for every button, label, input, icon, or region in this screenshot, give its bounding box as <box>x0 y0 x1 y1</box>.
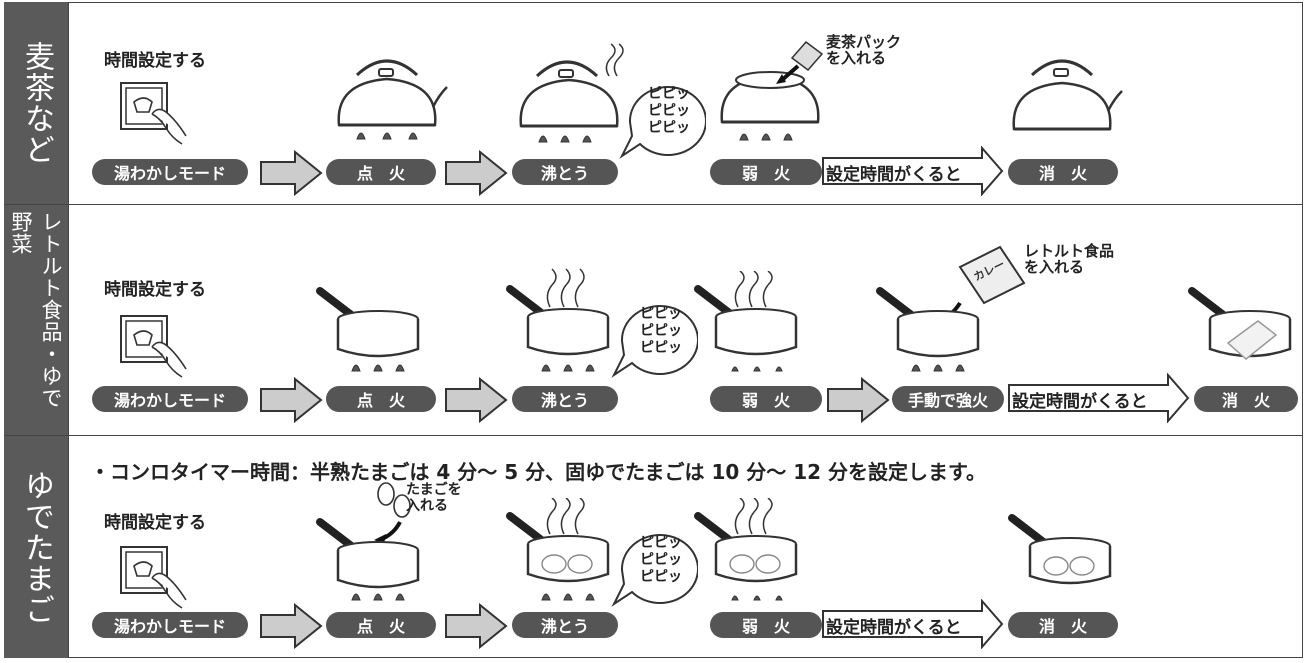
low-flame-pill: 弱 火 <box>710 386 822 412</box>
beep-bubble <box>611 534 698 607</box>
row-retort-vegetables: レトルト食品・ゆで野菜 時間設定する 湯わかしモード 点 火 沸とう 弱 火 手… <box>4 204 1303 435</box>
set-timer-label: 時間設定する <box>104 51 206 71</box>
low-flame-pill: 弱 火 <box>710 612 822 638</box>
insert-retort-note: レトルト食品 を入れる <box>1024 243 1114 275</box>
beep-text: ピピッ ピピッ ピピッ <box>641 86 697 137</box>
flow-arrow <box>260 150 323 196</box>
kettle-off-icon <box>1012 59 1123 131</box>
boiling-pot-icon <box>506 268 610 372</box>
kettle-mode-button-icon <box>120 315 187 378</box>
flow-arrow <box>260 603 323 649</box>
flow-arrow <box>260 377 323 423</box>
boil-pill: 沸とう <box>512 159 618 185</box>
ignite-pill: 点 火 <box>326 612 436 638</box>
insert-note-line: を入れる <box>1024 258 1085 276</box>
boil-pill: 沸とう <box>512 612 618 638</box>
time-arrive-arrow <box>822 599 1004 649</box>
flow-arrow <box>827 377 890 423</box>
pot-off-with-pouch-icon <box>1188 287 1292 360</box>
off-pill: 消 火 <box>1194 386 1298 412</box>
flow-arrow <box>445 377 508 423</box>
manual-high-pill: 手動で強火 <box>892 386 1004 412</box>
row-boiled-eggs: ゆでたまご ・コンロタイマー時間：半熟たまごは 4 分～ 5 分、固ゆでたまごは… <box>4 435 1303 658</box>
boiling-kettle-icon <box>519 43 624 143</box>
flow-arrow <box>445 603 508 649</box>
mode-pill: 湯わかしモード <box>92 386 248 412</box>
beep-text: ピピッ ピピッ ピピッ <box>633 306 689 357</box>
off-egg-pot-icon <box>1008 514 1112 585</box>
time-arrive-text: 設定時間がくると <box>826 165 962 185</box>
set-timer-label: 時間設定する <box>104 280 206 300</box>
row-category-sidebar: レトルト食品・ゆで野菜 <box>4 205 69 435</box>
beep-line: ピピッ <box>648 103 690 119</box>
timer-note: ・コンロタイマー時間：半熟たまごは 4 分～ 5 分、固ゆでたまごは 10 分～… <box>90 460 986 484</box>
ignite-pill: 点 火 <box>326 159 436 185</box>
insert-note-line: を入れる <box>826 49 887 67</box>
beep-line: ピピッ <box>640 535 682 551</box>
beep-line: ピピッ <box>640 306 682 322</box>
row-category-label: 麦茶など <box>19 41 54 165</box>
ignite-pill: 点 火 <box>326 386 436 412</box>
simmer-pot-icon <box>694 271 798 372</box>
insert-tea-note: 麦茶パック を入れる <box>826 34 901 66</box>
beep-line: ピピッ <box>640 323 682 339</box>
insert-note-line: たまごを <box>406 482 462 498</box>
time-arrive-text: 設定時間がくると <box>1012 392 1148 412</box>
off-pill: 消 火 <box>1008 159 1118 185</box>
add-pouch-pot-icon: カレー <box>876 245 1026 372</box>
insert-note-line: 麦茶パック <box>826 33 902 51</box>
row-category-label: レトルト食品・ゆで野菜 <box>9 211 63 409</box>
low-flame-pill: 弱 火 <box>710 159 822 185</box>
beep-bubble <box>619 86 706 159</box>
boiling-egg-pot-icon <box>506 498 610 601</box>
kettle-mode-button-icon <box>120 82 187 145</box>
row-category-sidebar: ゆでたまご <box>4 436 69 658</box>
flow-arrow <box>445 150 508 196</box>
kettle-on-fire-icon <box>337 59 448 140</box>
beep-line: ピピッ <box>648 86 690 102</box>
beep-text: ピピッ ピピッ ピピッ <box>633 535 689 586</box>
mode-pill: 湯わかしモード <box>92 159 248 185</box>
time-arrive-text: 設定時間がくると <box>826 618 962 638</box>
boil-pill: 沸とう <box>512 386 618 412</box>
insert-note-line: レトルト食品 <box>1024 242 1115 260</box>
row-category-label: ゆでたまご <box>19 469 54 625</box>
beep-line: ピピッ <box>648 120 690 136</box>
time-arrive-arrow <box>822 146 1004 196</box>
insert-egg-note: たまごを 入れる <box>406 482 462 514</box>
insert-note-line: 入れる <box>406 498 448 514</box>
off-pill: 消 火 <box>1008 612 1118 638</box>
pot-on-fire-icon <box>316 287 420 372</box>
kettle-open-lid-icon <box>720 40 824 141</box>
mode-pill: 湯わかしモード <box>92 612 248 638</box>
beep-line: ピピッ <box>640 552 682 568</box>
kettle-mode-button-icon <box>120 546 187 609</box>
beep-line: ピピッ <box>640 569 682 585</box>
beep-line: ピピッ <box>640 340 682 356</box>
set-timer-label: 時間設定する <box>104 513 206 533</box>
time-arrive-arrow <box>1008 373 1190 423</box>
row-category-sidebar: 麦茶など <box>4 2 69 204</box>
beep-bubble <box>611 305 698 378</box>
row-barley-tea: 麦茶など 時間設定する 湯わかしモード 点 火 沸とう 弱 火 設定時間がくると… <box>4 2 1303 204</box>
simmer-egg-pot-icon <box>694 498 798 601</box>
add-eggs-pot-icon <box>316 482 420 601</box>
